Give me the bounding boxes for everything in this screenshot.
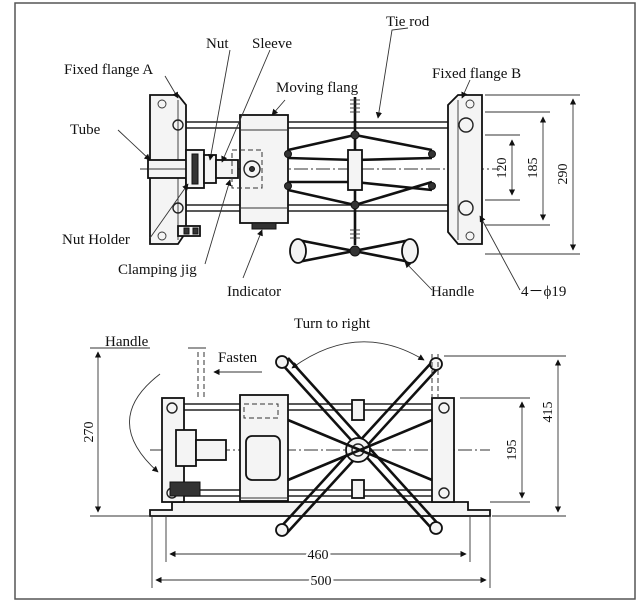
label-sleeve: Sleeve	[252, 36, 292, 52]
dim-460: 460	[308, 548, 329, 563]
dim-185: 185	[526, 158, 541, 179]
drawing-border	[14, 2, 636, 600]
label-moving-flang: Moving flang	[276, 80, 359, 96]
central-screw	[347, 97, 363, 245]
front-scissor-linkage	[287, 399, 433, 499]
label-handle-front: Handle	[105, 334, 149, 350]
turn-arrow	[291, 341, 425, 369]
dim-195: 195	[505, 440, 520, 461]
front-dimensions	[90, 347, 566, 588]
tube	[147, 159, 193, 179]
fixed-flange-b	[447, 94, 483, 245]
label-fixed-flange-b: Fixed flange B	[432, 66, 521, 82]
nut-holder	[185, 149, 205, 189]
fasten-arrow-curve	[129, 373, 161, 473]
label-indicator: Indicator	[227, 284, 281, 300]
moving-flange	[231, 114, 289, 230]
sleeve	[215, 159, 239, 179]
top-view: Tie rod Nut Sleeve Fixed flange A Moving…	[62, 14, 580, 300]
label-turn-to-right: Turn to right	[294, 316, 371, 332]
dim-120: 120	[495, 158, 510, 179]
label-tube: Tube	[70, 122, 101, 138]
label-fasten: Fasten	[218, 350, 258, 366]
front-fixed-flange-a	[161, 397, 227, 503]
dim-270: 270	[82, 422, 97, 443]
label-clamping-jig: Clamping jig	[118, 262, 197, 278]
front-handle-small	[188, 347, 206, 398]
top-leaders	[117, 27, 521, 291]
label-bolt-holes: 4－ϕ19	[521, 284, 566, 300]
front-moving-flange	[239, 394, 289, 502]
front-view: Turn to right Handle Fasten 270 195 415 …	[82, 316, 566, 592]
dim-500: 500	[311, 574, 332, 589]
label-fixed-flange-a: Fixed flange A	[64, 62, 153, 78]
front-fixed-flange-b	[431, 354, 455, 503]
label-nut: Nut	[206, 36, 229, 52]
label-handle-top: Handle	[431, 284, 475, 300]
label-nut-holder: Nut Holder	[62, 232, 130, 248]
scissor-linkage	[284, 133, 436, 207]
dim-290: 290	[556, 164, 571, 185]
label-tie-rod: Tie rod	[386, 14, 430, 30]
clamping-jig	[177, 225, 201, 237]
dim-415: 415	[541, 402, 556, 423]
handle-top-view	[289, 238, 419, 264]
